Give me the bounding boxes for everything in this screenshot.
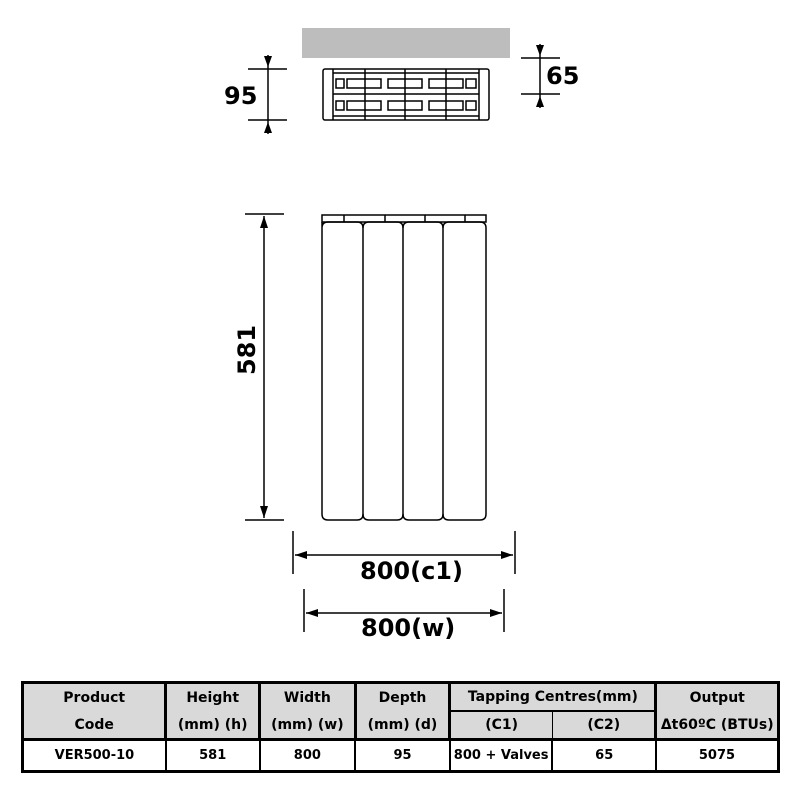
header-tapping-centres: Tapping Centres(mm) (448, 682, 658, 712)
radiator-front (321, 214, 487, 521)
cell-c1: 800 + Valves (448, 738, 554, 773)
cell-height: 581 (164, 738, 261, 773)
technical-drawing: 95 65 581 800(c1) 800(w) (224, 28, 580, 642)
drawing-svg (245, 28, 560, 632)
c2-label: 65 (546, 62, 580, 90)
cell-width: 800 (258, 738, 357, 773)
header-row-1: Product Height Width Depth Tapping Centr… (20, 682, 780, 712)
top-view (248, 28, 560, 134)
depth-dimension (248, 55, 287, 134)
spec-table: Product Height Width Depth Tapping Centr… (20, 681, 780, 773)
header-depth-unit: (mm) (d) (353, 711, 452, 741)
header-row-2: Code (mm) (h) (mm) (w) (mm) (d) (C1) (C2… (20, 711, 780, 741)
header-depth: Depth (353, 682, 452, 711)
header-output: Output (654, 682, 780, 711)
header-width: Width (258, 682, 357, 711)
cell-output: 5075 (654, 738, 780, 773)
front-view (245, 213, 516, 632)
c1-dimension (292, 531, 516, 574)
width-label: 800(w) (361, 614, 456, 642)
radiator-plan (322, 68, 490, 121)
cell-product-code: VER500-10 (21, 738, 167, 773)
cell-c2: 65 (551, 738, 657, 773)
depth-label: 95 (224, 82, 258, 110)
c2-dimension (521, 44, 560, 108)
height-label: 581 (233, 324, 262, 376)
header-product: Product (20, 682, 168, 711)
header-output-unit: Δt60ºC (BTUs) (654, 711, 780, 741)
width-dimension (303, 589, 505, 632)
header-c2: (C2) (551, 711, 658, 741)
header-c1: (C1) (448, 711, 553, 741)
header-width-unit: (mm) (w) (258, 711, 357, 741)
height-dimension (245, 213, 284, 521)
wall-bar (302, 28, 510, 58)
header-height-unit: (mm) (h) (164, 711, 262, 741)
cell-depth: 95 (354, 738, 451, 773)
table-row: VER500-10 581 800 95 800 + Valves 65 507… (21, 738, 780, 773)
c1-label: 800(c1) (360, 557, 463, 585)
header-height: Height (164, 682, 262, 711)
header-code: Code (20, 711, 168, 741)
